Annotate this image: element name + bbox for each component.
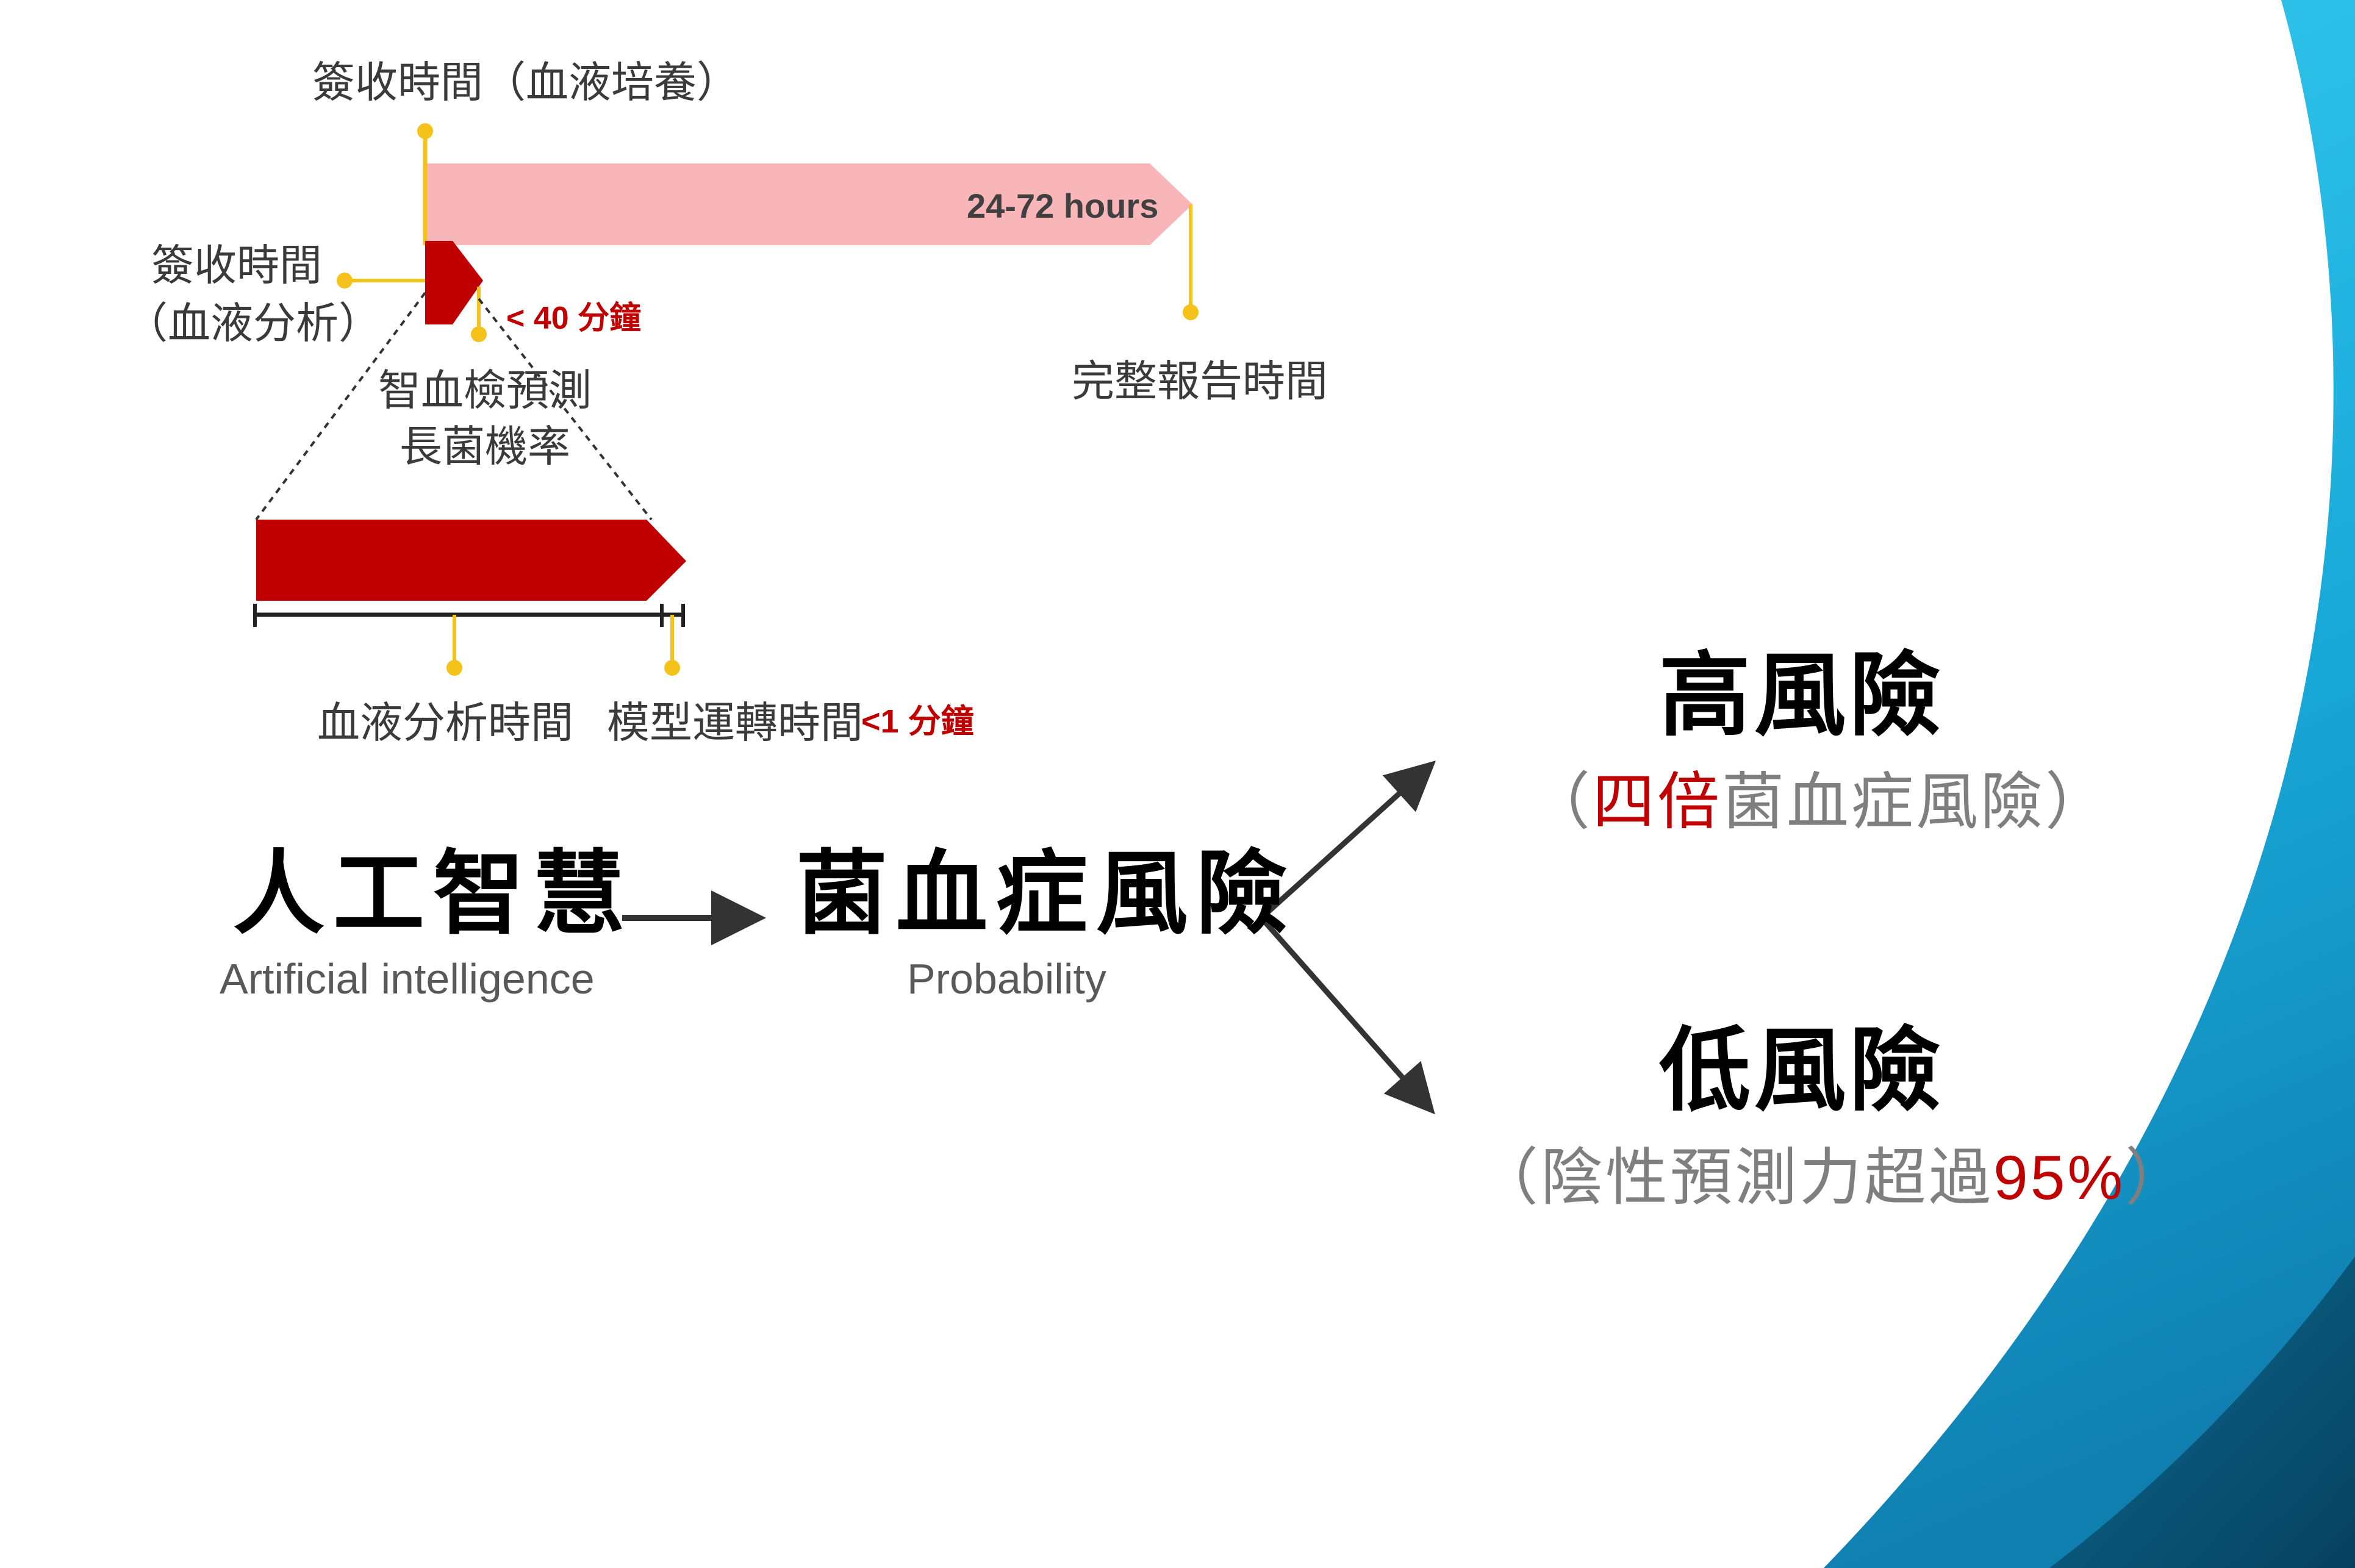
low-risk-note-text: 陰性預測力超過 <box>1541 1142 1993 1214</box>
model-time-marker <box>664 660 680 676</box>
prediction-label-line1: 智血檢預測 <box>378 365 592 415</box>
blue-swoosh <box>1824 0 2355 1568</box>
low-risk-title: 低風險 <box>1659 1017 1945 1124</box>
ai-title: 人工智慧 <box>233 840 634 947</box>
low-risk-note: （陰性預測力超過95%） <box>1476 1147 2190 1209</box>
culture-sign-label: 簽收時間（血液培養） <box>312 57 739 107</box>
analysis-time-marker <box>446 660 462 676</box>
culture-bar <box>425 163 1192 245</box>
culture-duration-label: 24-72 hours <box>967 187 1159 225</box>
low-risk-note-close: ） <box>2125 1142 2190 1214</box>
culture-report-marker <box>1183 304 1199 320</box>
model-time-label: 模型運轉時間 <box>607 698 863 748</box>
analysis-end-marker <box>471 326 487 342</box>
analysis-bar <box>425 241 483 324</box>
probability-title: 菌血症風險 <box>796 840 1297 947</box>
prediction-label-line2: 長菌機率 <box>400 421 570 471</box>
high-risk-note-text: 菌血症風險 <box>1722 766 2045 839</box>
expanded-analysis-bar <box>256 520 686 601</box>
branch-low-arrow <box>1259 916 1435 1115</box>
high-risk-highlight: 四倍 <box>1593 766 1722 839</box>
branch-high-arrow <box>1259 761 1436 920</box>
analysis-duration-label: < 40 分鐘 <box>506 301 642 336</box>
dark-swoosh <box>2049 1256 2355 1568</box>
ai-subtitle: Artificial intelligence <box>220 955 595 1003</box>
low-risk-highlight: 95% <box>1993 1143 2126 1212</box>
analysis-time-label: 血液分析時間 <box>317 698 573 748</box>
high-risk-note-close: ） <box>2045 766 2110 839</box>
probability-subtitle: Probability <box>907 955 1106 1003</box>
high-risk-note-open: （ <box>1528 766 1593 839</box>
low-risk-note-open: （ <box>1476 1142 1541 1214</box>
analysis-sign-label-line2: （血液分析） <box>125 298 381 348</box>
culture-start-marker <box>417 123 433 139</box>
model-duration-label: <1 分鐘 <box>861 703 974 740</box>
high-risk-note: （四倍菌血症風險） <box>1528 771 2110 834</box>
analysis-sign-label-line1: 簽收時間 <box>151 240 322 290</box>
high-risk-title: 高風險 <box>1659 642 1945 749</box>
culture-report-label: 完整報告時間 <box>1072 356 1328 406</box>
